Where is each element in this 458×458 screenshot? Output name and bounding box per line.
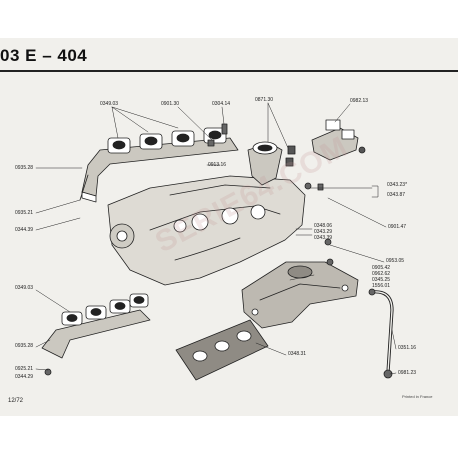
part-label: 0982.13	[350, 98, 369, 104]
elbow-pipe	[247, 141, 296, 186]
leader-lines	[35, 102, 397, 375]
part-label: 0343.23*	[387, 182, 408, 188]
part-label: 0304.14	[212, 101, 231, 107]
part-label: 0905.42	[372, 265, 391, 271]
part-label: 0349.03	[15, 285, 34, 291]
bolts	[207, 123, 332, 246]
part-label: 0953.05	[386, 258, 405, 264]
exhaust-manifold-lower	[41, 293, 151, 376]
heater-pipe	[368, 288, 394, 379]
part-label: 0344.39	[15, 227, 34, 233]
part-label: 0345.25	[372, 277, 391, 283]
part-label: 0913.16	[208, 162, 227, 168]
intake-manifold	[241, 258, 359, 329]
exhaust-manifold-upper	[79, 127, 239, 203]
part-label: 0343.29	[314, 229, 333, 235]
part-label: 0901.47	[388, 224, 407, 230]
part-label: 0343.87	[387, 192, 406, 198]
part-label: 0349.03	[100, 101, 119, 107]
part-label: 0935.21	[15, 210, 34, 216]
part-label: 1556.01	[372, 283, 391, 289]
part-label: 0871.30	[255, 97, 274, 103]
part-label: 0981.23	[398, 370, 417, 376]
part-label: 0962.62	[372, 271, 391, 277]
page-title: 03 E – 404	[0, 46, 88, 65]
part-label: 0348.31	[288, 351, 307, 357]
part-label: 0935.28	[15, 343, 34, 349]
part-label: 0343.39	[314, 235, 333, 241]
part-label: 0344.29	[15, 374, 34, 380]
part-label: 0935.28	[15, 165, 34, 171]
page-number: 12/72	[8, 398, 24, 404]
part-label: 0351.16	[398, 345, 417, 351]
flange-top-right	[311, 119, 366, 161]
engine-block	[107, 175, 306, 286]
title-rule	[0, 70, 458, 72]
part-label: 0348.06	[314, 223, 333, 229]
manifold-gasket	[175, 319, 269, 381]
printed-note: Printed in France	[402, 394, 433, 399]
part-label: 0925.21	[15, 366, 34, 372]
part-label: 0901.30	[161, 101, 180, 107]
